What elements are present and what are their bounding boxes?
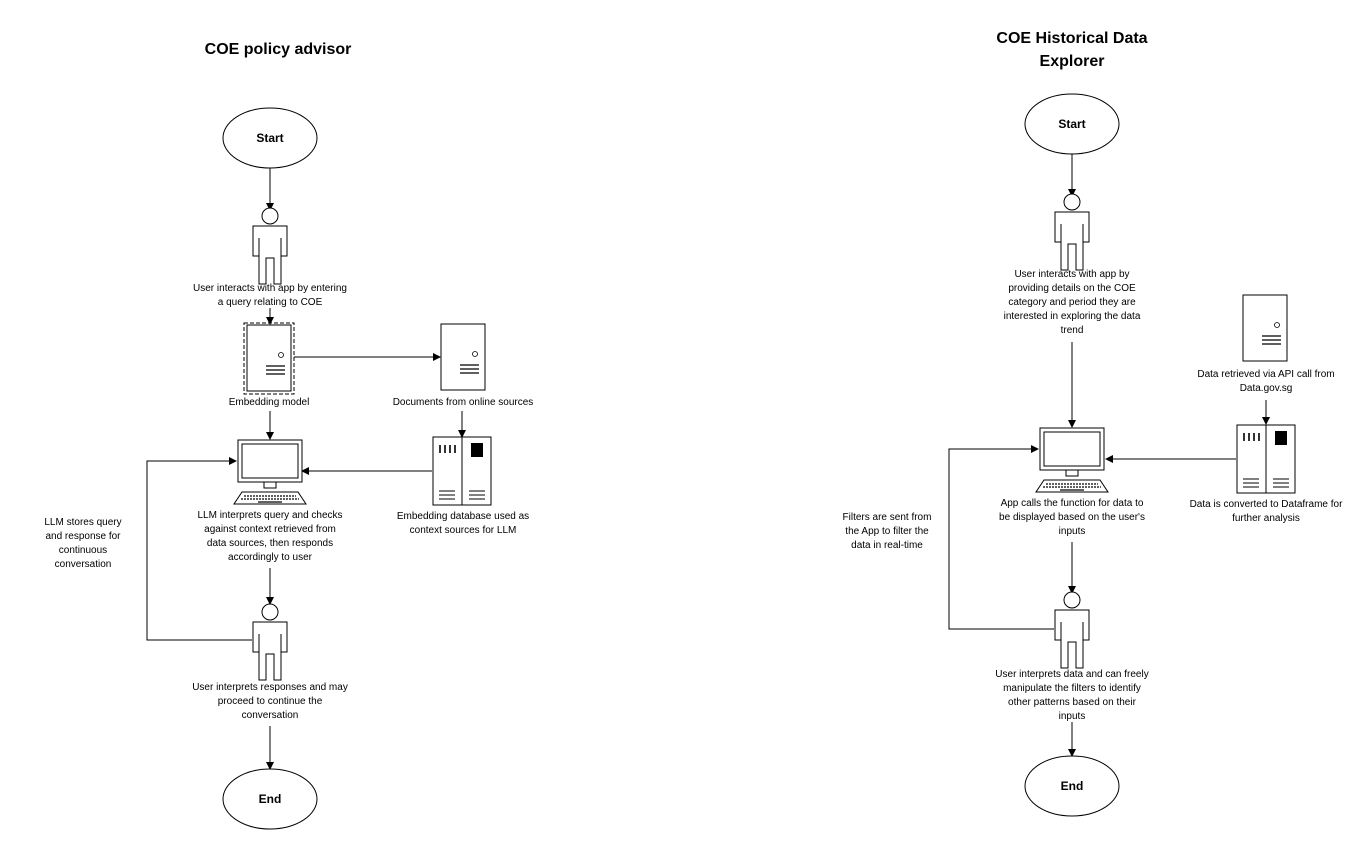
user-icon <box>1054 193 1090 271</box>
user-icon <box>252 603 288 681</box>
end-terminal <box>222 768 318 830</box>
left-diagram-title: COE policy advisor <box>204 41 352 58</box>
embedding-model-label: Embedding model <box>228 397 310 408</box>
user-icon <box>252 207 288 285</box>
end-label: End <box>1060 779 1084 793</box>
api-server-icon <box>1242 294 1288 362</box>
llm-computer-icon <box>233 439 307 505</box>
loop-arrow <box>948 445 1054 630</box>
end-terminal <box>1024 755 1120 817</box>
loop-arrow <box>146 457 252 641</box>
dataframe-database-icon <box>1236 424 1296 494</box>
start-label: Start <box>256 131 284 145</box>
user-icon <box>1054 591 1090 669</box>
start-label: Start <box>1058 117 1086 131</box>
app-computer-icon <box>1035 427 1109 493</box>
embedding-database-icon <box>432 436 492 506</box>
embedding-model-selection <box>243 322 295 395</box>
documents-server-icon <box>440 323 486 391</box>
embedding-model-icon <box>246 324 292 392</box>
documents-label: Documents from online sources <box>392 397 534 408</box>
end-label: End <box>258 792 282 806</box>
